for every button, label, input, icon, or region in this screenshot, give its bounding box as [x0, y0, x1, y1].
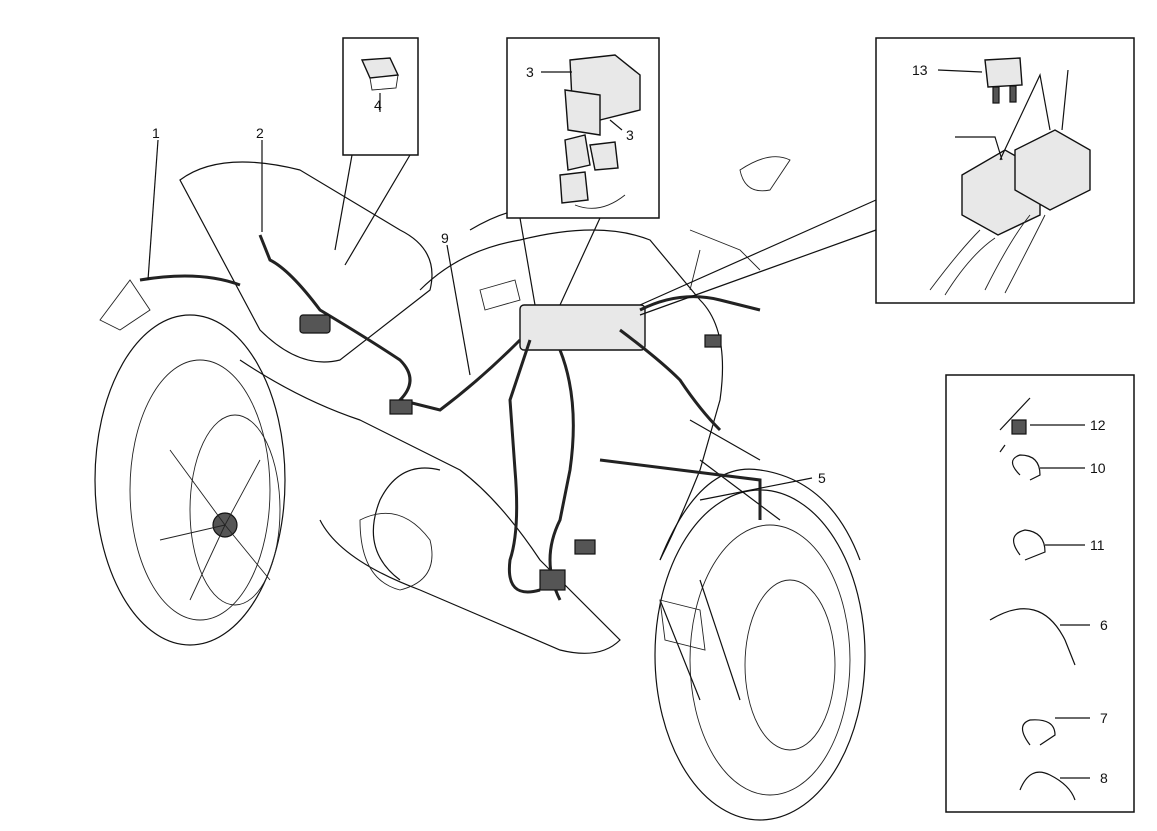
callout-13: 13: [912, 62, 928, 78]
motorcycle-illustration: [94, 156, 866, 821]
callout-2: 2: [256, 125, 264, 141]
callout-6: 6: [1100, 617, 1108, 633]
callout-11: 11: [1090, 537, 1105, 553]
callout-10: 10: [1090, 460, 1106, 476]
callout-9: 9: [441, 230, 449, 246]
front-wheel: [654, 489, 866, 821]
detail-box-fasteners: [945, 374, 1135, 813]
wiring-harness: [139, 234, 762, 601]
callout-3-top: 3: [526, 64, 534, 80]
rear-wheel: [94, 314, 286, 646]
callout-4: 4: [374, 97, 382, 113]
callout-3-lower: 3: [626, 127, 634, 143]
callout-8: 8: [1100, 770, 1108, 786]
callout-labels: 1 2 3 3 4 5 6 7 8 9 10 11 12 13: [152, 62, 1108, 786]
callout-12: 12: [1090, 417, 1106, 433]
callout-5: 5: [818, 470, 826, 486]
callout-7: 7: [1100, 710, 1108, 726]
callout-1: 1: [152, 125, 160, 141]
